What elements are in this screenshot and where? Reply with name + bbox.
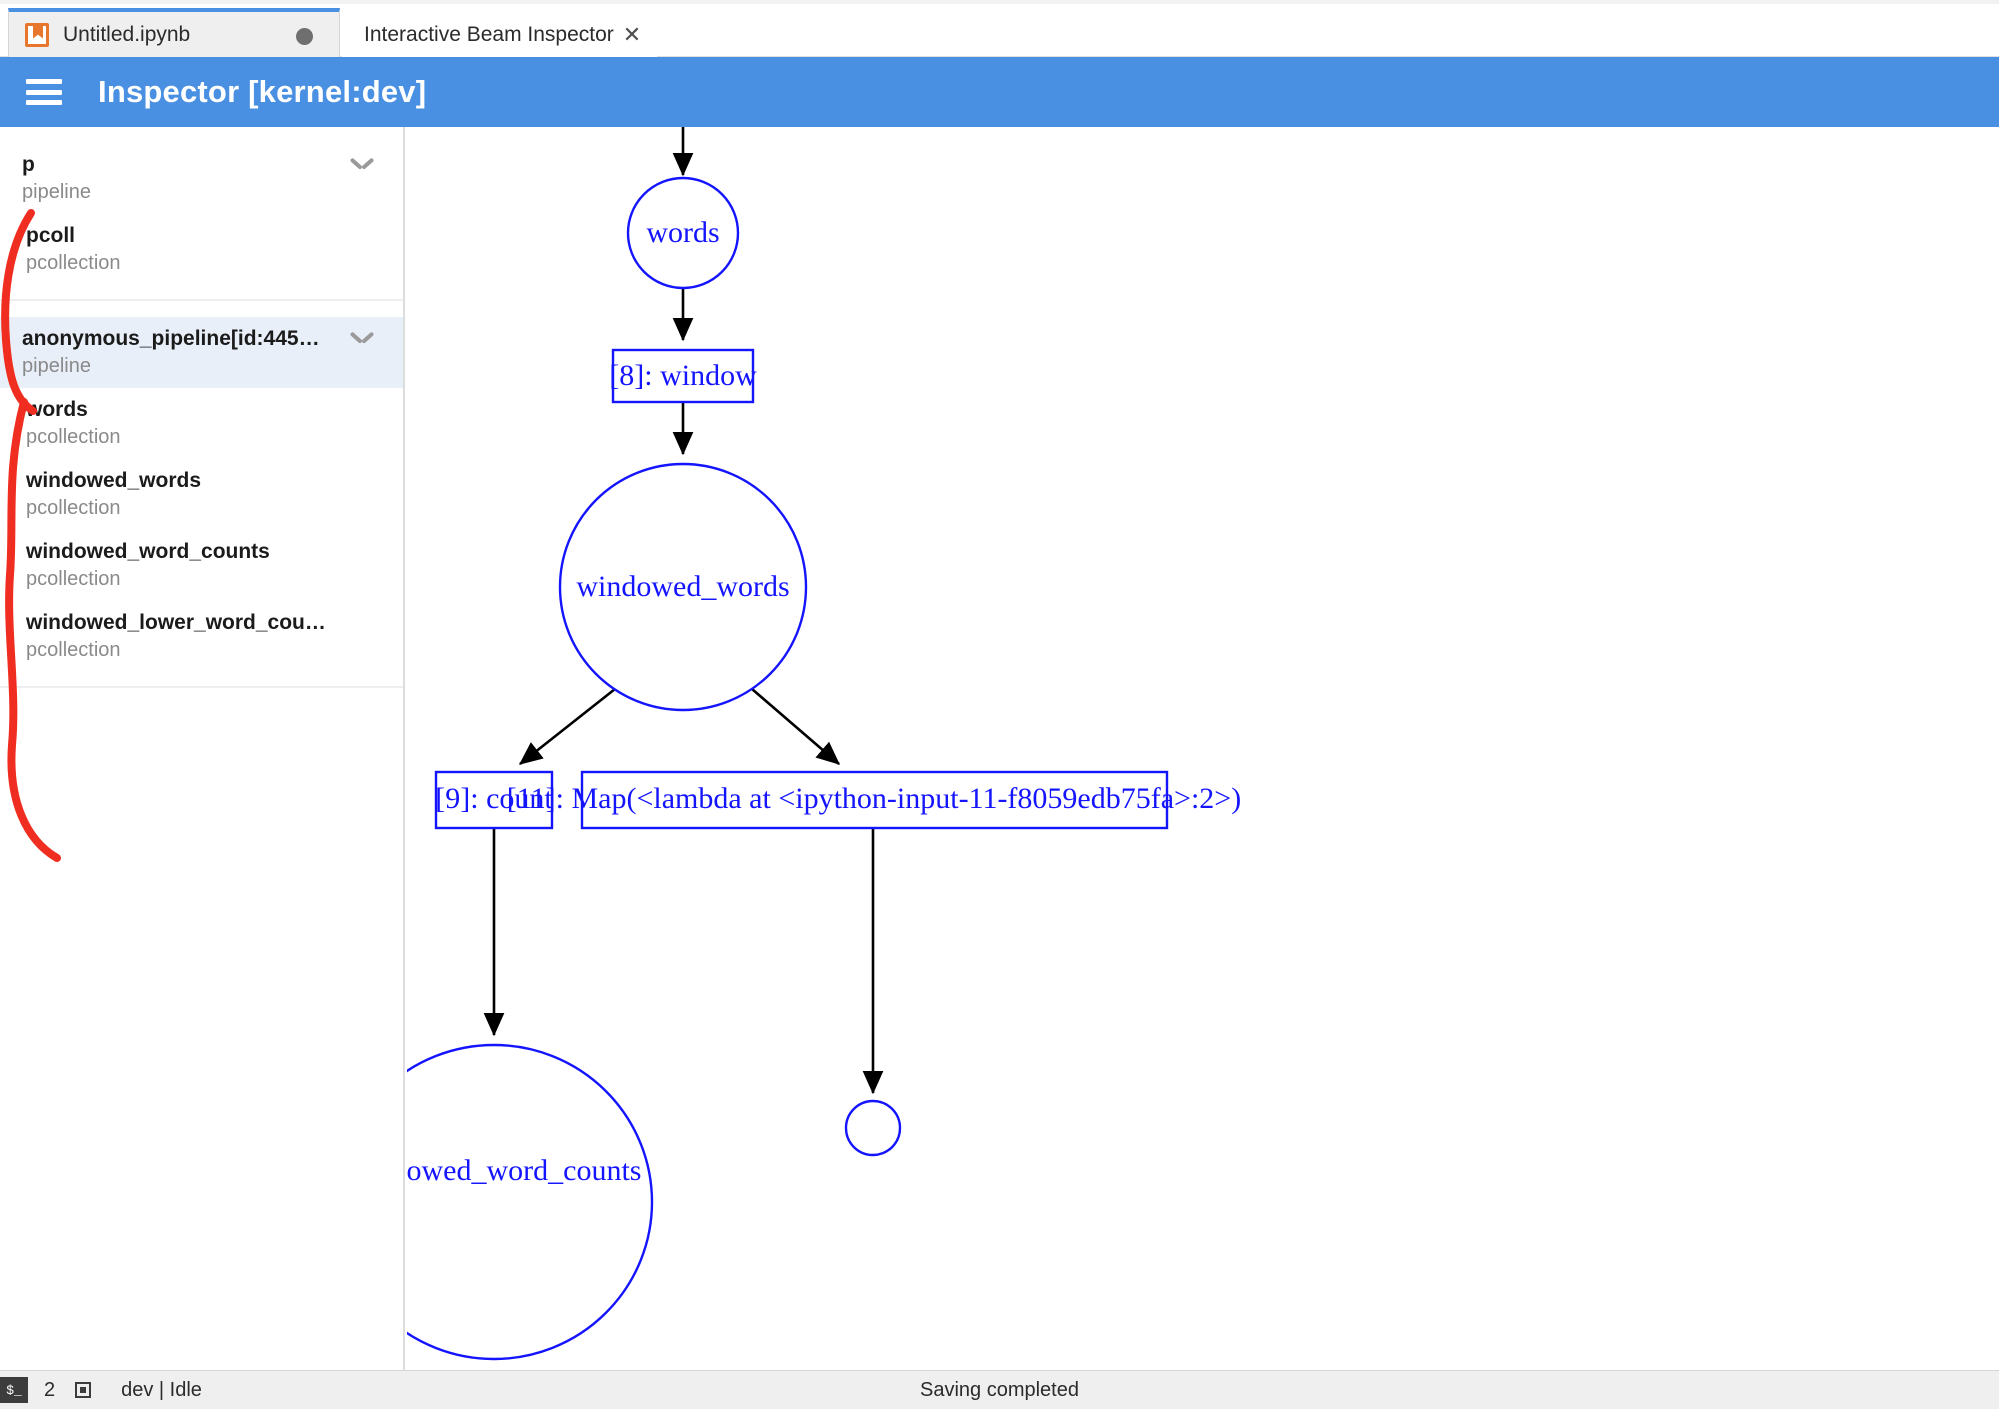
pipeline-graph-pane[interactable]: words [8]: window windowed_words [9]: co… <box>407 127 1999 1370</box>
anonymous-pipeline-group: anonymous_pipeline[id:44516… pipeline wo… <box>0 301 403 688</box>
terminal-count: 2 <box>44 1378 56 1401</box>
notebook-icon <box>25 22 49 47</box>
node-label: [9]: count <box>435 782 553 815</box>
edge-windowed-words-to-map <box>751 688 840 765</box>
graph-node-words[interactable]: words <box>626 176 740 290</box>
sidebar-item-name: pcoll <box>26 224 76 247</box>
tab-bar: Untitled.ipynb Interactive Beam Inspecto… <box>0 0 1999 57</box>
graph-node-windowed-word-counts[interactable]: windowed_word_counts <box>407 1043 654 1361</box>
sidebar-item-windowed-word-counts[interactable]: windowed_word_counts pcollection <box>0 530 403 601</box>
page-title: Inspector [kernel:dev] <box>98 74 427 109</box>
node-shape <box>407 1043 654 1361</box>
save-status: Saving completed <box>920 1378 1079 1401</box>
node-label: windowed_word_counts <box>407 1154 641 1187</box>
sidebar-item-p[interactable]: p pipeline <box>0 143 403 214</box>
node-label: [11]: Map(<lambda at <ipython-input-11-f… <box>507 782 1241 815</box>
hamburger-bar <box>26 89 62 95</box>
hamburger-bar <box>26 79 62 84</box>
pipeline-graph-svg: words [8]: window windowed_words [9]: co… <box>407 127 1241 1361</box>
node-shape <box>844 1099 902 1157</box>
sidebar-item-name: anonymous_pipeline[id:44516… <box>22 327 343 350</box>
tab-interactive-beam-inspector[interactable]: Interactive Beam Inspector ✕ <box>342 8 657 57</box>
status-bar: $_ 2 dev | Idle Saving completed <box>0 1370 1999 1409</box>
sidebar-item-words[interactable]: words pcollection <box>0 388 403 459</box>
node-shape <box>626 176 740 290</box>
tab-untitled-ipynb[interactable]: Untitled.ipynb <box>8 8 340 57</box>
sidebar-item-name: windowed_word_counts <box>26 540 270 563</box>
sidebar-item-name: windowed_lower_word_counts <box>26 611 337 634</box>
sidebar-item-type: pipeline <box>22 181 91 203</box>
sidebar-item-type: pipeline <box>22 355 91 377</box>
node-label: [8]: window <box>609 359 757 392</box>
tab-label: Interactive Beam Inspector <box>364 22 614 46</box>
sidebar-item-pcoll[interactable]: pcoll pcollection <box>0 214 403 285</box>
edge-windowed-words-to-count <box>518 687 616 766</box>
inspector-body: p pipeline pcoll pcollection anonymous_p… <box>0 127 1999 1370</box>
graph-node-window[interactable]: [8]: window <box>609 348 757 404</box>
inspector-header: Inspector [kernel:dev] <box>0 57 1999 127</box>
sidebar-item-type: pcollection <box>26 497 121 519</box>
unsaved-dot-icon[interactable] <box>296 28 313 45</box>
kernel-chip-icon[interactable] <box>71 1378 95 1402</box>
sidebar-item-name: windowed_words <box>26 469 202 492</box>
tab-bar-rule <box>0 0 1999 4</box>
node-label: windowed_words <box>576 570 789 603</box>
chevron-down-icon[interactable] <box>351 331 373 343</box>
terminal-icon[interactable]: $_ <box>0 1377 28 1403</box>
hamburger-bar <box>26 100 62 105</box>
inspectables-sidebar[interactable]: p pipeline pcoll pcollection anonymous_p… <box>0 127 405 1370</box>
tab-label: Untitled.ipynb <box>63 22 191 46</box>
node-shape <box>580 770 1169 830</box>
sidebar-item-type: pcollection <box>26 568 121 590</box>
chevron-down-icon[interactable] <box>351 157 373 169</box>
sidebar-item-type: pcollection <box>26 426 121 448</box>
close-icon[interactable]: ✕ <box>622 21 642 47</box>
node-shape <box>434 770 554 830</box>
sidebar-item-anonymous-pipeline[interactable]: anonymous_pipeline[id:44516… pipeline <box>0 317 403 388</box>
sidebar-item-type: pcollection <box>26 252 121 274</box>
graph-node-count[interactable]: [9]: count <box>434 770 554 830</box>
graph-node-output-small[interactable] <box>844 1099 902 1157</box>
node-label: words <box>646 216 719 249</box>
kernel-status[interactable]: dev | Idle <box>121 1378 202 1401</box>
node-shape <box>611 348 755 404</box>
graph-node-windowed-words[interactable]: windowed_words <box>558 462 808 712</box>
sidebar-item-windowed-lower-word-counts[interactable]: windowed_lower_word_counts pcollection <box>0 601 403 672</box>
graph-node-map[interactable]: [11]: Map(<lambda at <ipython-input-11-f… <box>507 770 1241 830</box>
sidebar-item-windowed-words[interactable]: windowed_words pcollection <box>0 459 403 530</box>
pipeline-group: p pipeline pcoll pcollection <box>0 127 403 301</box>
node-shape <box>558 462 808 712</box>
sidebar-item-type: pcollection <box>26 639 121 661</box>
hamburger-icon[interactable] <box>26 79 62 105</box>
sidebar-item-name: words <box>26 398 88 421</box>
sidebar-item-name: p <box>22 153 35 176</box>
